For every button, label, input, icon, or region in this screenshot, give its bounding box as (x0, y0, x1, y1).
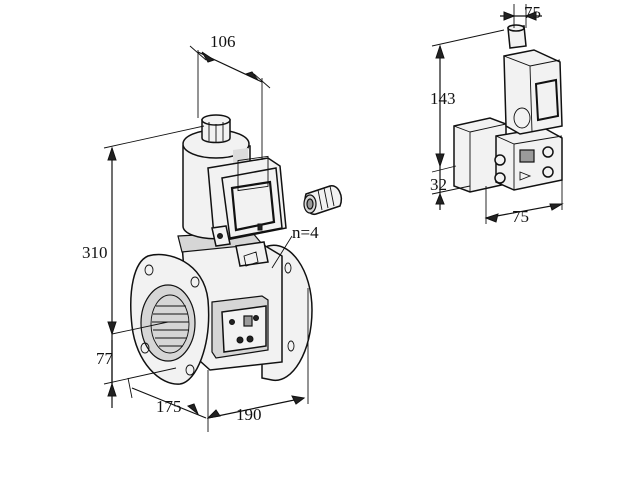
bore-hatch (152, 305, 189, 347)
side-dimension-lines (431, 4, 564, 224)
side-top-nut-face (507, 24, 525, 32)
control-plate (221, 305, 267, 353)
side-coil-window (534, 78, 560, 122)
bolt-hole (185, 364, 195, 376)
plate-screw (229, 319, 235, 325)
side-screw (542, 146, 554, 158)
bolt-hole (284, 262, 292, 274)
side-screw (494, 172, 506, 184)
dim-height-lower: 77 (96, 349, 114, 368)
side-screw (494, 154, 506, 166)
flow-arrow-mark (243, 251, 259, 267)
dim-depth-bottom: 175 (156, 397, 182, 416)
main-dimension-labels: 106 310 77 175 190 n=4 (82, 32, 319, 424)
main-valve (130, 114, 313, 385)
side-coil-ring (513, 107, 531, 129)
dim-width-top: 106 (210, 32, 236, 51)
dim-height-total: 310 (82, 243, 108, 262)
side-coil (503, 49, 563, 135)
connector-label (257, 223, 263, 231)
cable-gland-accessory (303, 185, 342, 216)
dim-bolt-holes: n=4 (292, 223, 319, 242)
connector-window (230, 180, 276, 232)
neck-block (235, 241, 269, 267)
connector-gasket (237, 155, 269, 192)
flange-bore (140, 284, 196, 362)
side-flow-arrow (519, 171, 532, 181)
flange-bore-inner (150, 294, 190, 354)
dim-width-bottom: 190 (236, 405, 262, 424)
bolt-hole (190, 276, 200, 288)
bolt-hole (287, 340, 295, 352)
side-port (519, 149, 535, 163)
side-dimension-labels: 75 143 32 75 (430, 3, 541, 226)
test-port (243, 315, 253, 327)
bolt-hole (144, 264, 154, 276)
main-dimension-lines (103, 45, 309, 432)
connector-face (221, 167, 283, 239)
plate-screw (246, 335, 254, 343)
side-valve (453, 24, 563, 193)
side-screw (542, 166, 554, 178)
top-nut-face (201, 114, 231, 126)
plate-screw (236, 336, 244, 344)
gland-screw (217, 233, 223, 239)
side-dim-width-top: 75 (524, 3, 541, 22)
side-dim-height: 143 (430, 89, 456, 108)
plate-screw (253, 315, 259, 321)
bolt-hole (140, 342, 150, 354)
side-dim-width-bottom: 75 (512, 207, 529, 226)
side-dim-height-small: 32 (430, 175, 447, 194)
